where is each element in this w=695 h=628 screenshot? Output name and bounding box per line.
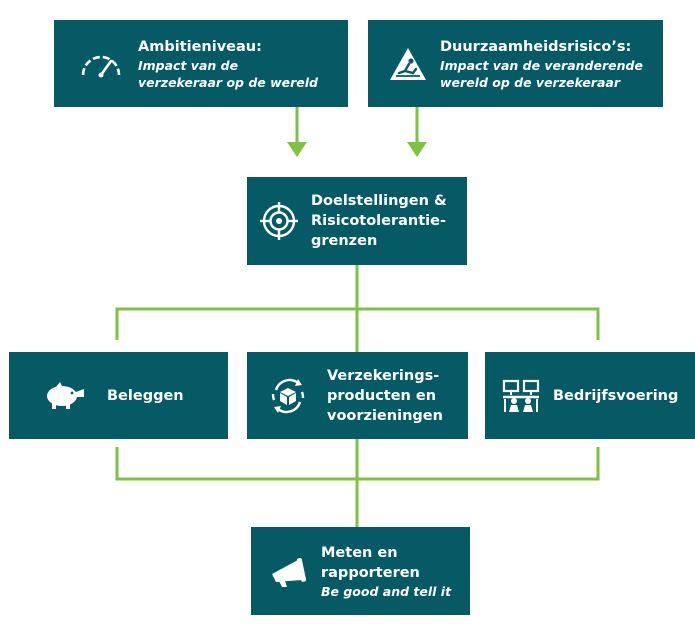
node-ambitieniveau: Ambitieniveau: Impact van de verzekeraar… bbox=[54, 20, 348, 107]
node-meten-title-1: Meten en bbox=[321, 544, 398, 561]
node-meten-rapporteren: Meten en rapporteren Be good and tell it bbox=[251, 527, 470, 615]
node-beleggen: Beleggen bbox=[9, 352, 228, 439]
node-ambitieniveau-subtitle-1: Impact van de bbox=[138, 57, 239, 73]
node-duurzaamheidsrisicos-subtitle-1: Impact van de veranderende bbox=[440, 57, 643, 73]
node-duurzaamheidsrisicos: Duurzaamheidsrisico’s: Impact van de ver… bbox=[368, 20, 663, 107]
piggy-bank-icon bbox=[41, 381, 87, 411]
recycle-box-icon bbox=[267, 376, 309, 416]
node-ambitieniveau-subtitle-2: verzekeraar op de wereld bbox=[138, 74, 319, 90]
node-bedrijfsvoering: Bedrijfsvoering bbox=[485, 352, 695, 439]
node-doelstellingen-title-3: grenzen bbox=[311, 233, 378, 249]
node-duurzaamheidsrisicos-subtitle-2: wereld op de verzekeraar bbox=[440, 74, 621, 90]
node-duurzaamheidsrisicos-title: Duurzaamheidsrisico’s: bbox=[440, 38, 632, 55]
megaphone-icon bbox=[267, 554, 313, 588]
node-beleggen-title: Beleggen bbox=[107, 387, 184, 404]
node-bedrijfsvoering-title: Bedrijfsvoering bbox=[553, 387, 679, 404]
speedometer-icon bbox=[76, 49, 126, 79]
node-verzekeringsproducten-title-1: Verzekerings- bbox=[327, 367, 440, 384]
node-meten-subtitle: Be good and tell it bbox=[321, 583, 452, 599]
node-doelstellingen-title-2: Risicotolerantie- bbox=[311, 213, 447, 229]
node-meten-title-2: rapporteren bbox=[321, 564, 420, 581]
node-verzekeringsproducten-title-3: voorzieningen bbox=[327, 407, 443, 424]
arrow-head-right bbox=[407, 142, 427, 157]
node-doelstellingen: Doelstellingen & Risicotolerantie- grenz… bbox=[247, 177, 467, 265]
slip-warning-icon bbox=[386, 46, 430, 82]
meeting-icon bbox=[501, 379, 541, 413]
target-icon bbox=[257, 201, 301, 241]
arrow-head-left bbox=[287, 142, 307, 157]
node-verzekeringsproducten: Verzekerings- producten en voorzieningen bbox=[247, 352, 468, 439]
node-ambitieniveau-title: Ambitieniveau: bbox=[138, 38, 262, 55]
node-doelstellingen-title-1: Doelstellingen & bbox=[311, 193, 447, 209]
node-verzekeringsproducten-title-2: producten en bbox=[327, 387, 437, 404]
